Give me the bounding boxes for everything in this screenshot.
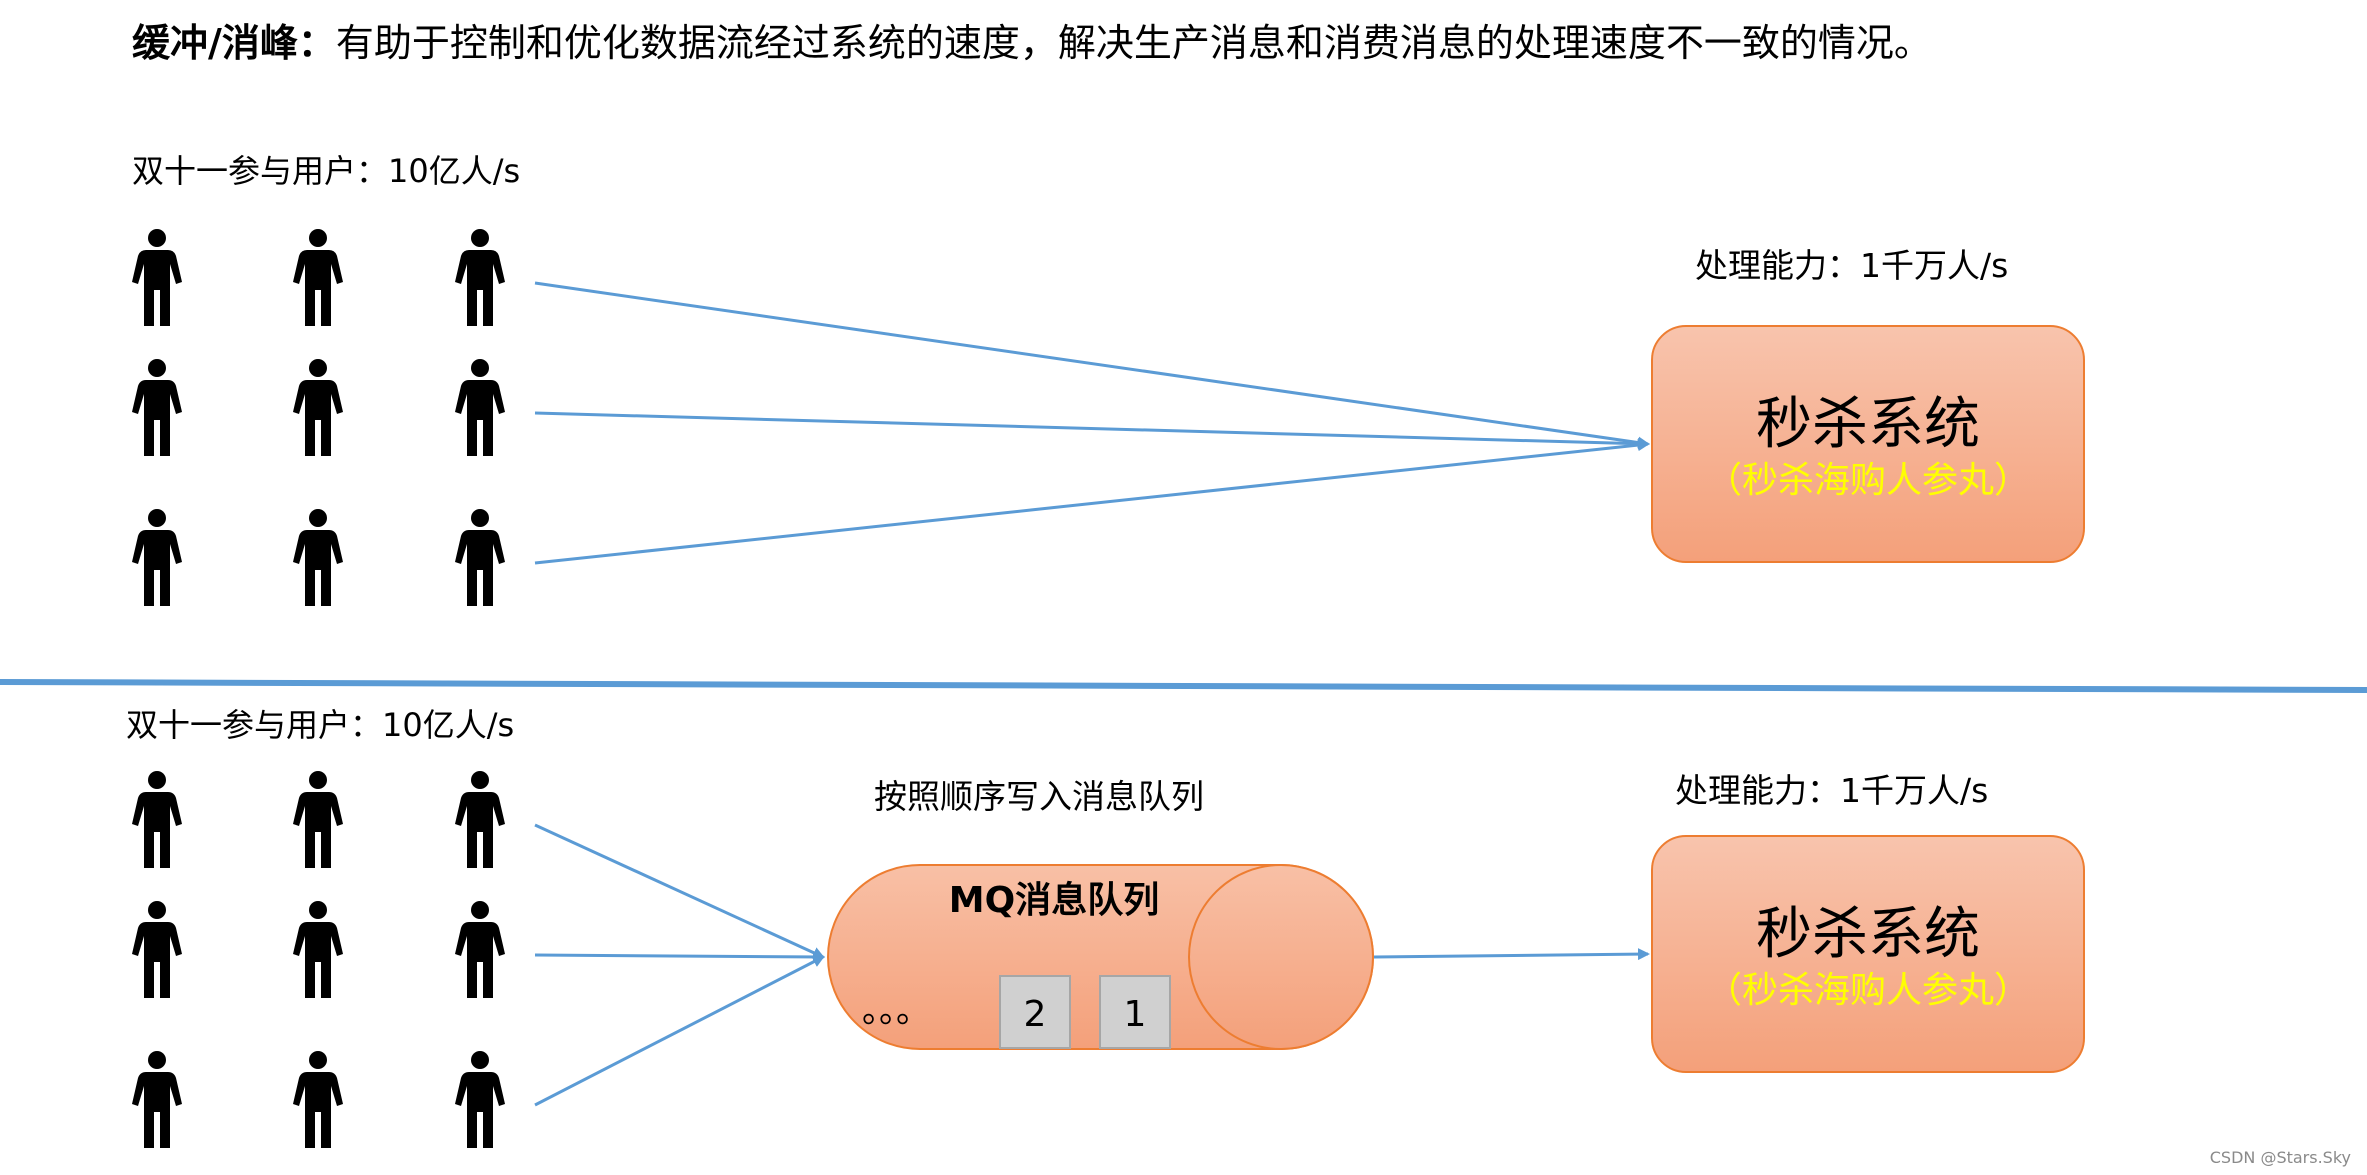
arrow-to-queue bbox=[534, 950, 825, 963]
system-title: 秒杀系统 bbox=[1756, 392, 1980, 457]
arrow-queue-to-system bbox=[1373, 948, 1650, 961]
bottom-seckill-system-box: 秒杀系统 （秒杀海购人参丸） bbox=[1651, 835, 2085, 1073]
person-icon bbox=[293, 229, 343, 326]
bottom-arrows-to-queue bbox=[534, 823, 825, 1107]
person-icon bbox=[455, 229, 505, 326]
arrow-to-queue bbox=[534, 823, 825, 959]
section-divider bbox=[0, 679, 2367, 693]
person-icon bbox=[293, 359, 343, 456]
person-icon bbox=[132, 509, 182, 606]
queue-caption: 按照顺序写入消息队列 bbox=[874, 777, 1204, 816]
queue-item-box bbox=[1099, 975, 1171, 1049]
top-seckill-system-box: 秒杀系统 （秒杀海购人参丸） bbox=[1651, 325, 2085, 563]
system-title: 秒杀系统 bbox=[1756, 902, 1980, 967]
system-subtitle: （秒杀海购人参丸） bbox=[1706, 970, 2030, 1011]
top-users-label: 双十一参与用户：10亿人/s bbox=[132, 152, 520, 190]
queue-item-label: 1 bbox=[1124, 994, 1147, 1035]
person-icon bbox=[132, 229, 182, 326]
queue-ellipsis: 。。。 bbox=[862, 991, 930, 1031]
top-arrows bbox=[534, 281, 1650, 565]
person-icon bbox=[132, 1051, 182, 1148]
queue-cylinder-end bbox=[1188, 864, 1374, 1050]
person-icon bbox=[455, 1051, 505, 1148]
queue-item-label: 2 bbox=[1024, 994, 1047, 1035]
bottom-capacity-label: 处理能力：1千万人/s bbox=[1675, 771, 1988, 810]
bottom-users-label: 双十一参与用户：10亿人/s bbox=[126, 706, 514, 744]
top-people-grid bbox=[132, 229, 505, 606]
system-box-shape bbox=[1651, 325, 2085, 563]
arrow-to-system bbox=[534, 411, 1650, 450]
arrow-to-system bbox=[534, 439, 1650, 565]
person-icon bbox=[132, 901, 182, 998]
queue-title: MQ消息队列 bbox=[949, 880, 1159, 921]
arrow-to-system bbox=[534, 281, 1650, 449]
person-icon bbox=[132, 359, 182, 456]
person-icon bbox=[455, 901, 505, 998]
queue-item-box bbox=[999, 975, 1071, 1049]
person-icon bbox=[293, 901, 343, 998]
system-subtitle: （秒杀海购人参丸） bbox=[1706, 460, 2030, 501]
top-capacity-label: 处理能力：1千万人/s bbox=[1695, 246, 2008, 285]
person-icon bbox=[455, 509, 505, 606]
bottom-people-grid bbox=[132, 771, 505, 1148]
mq-queue: MQ消息队列 。。。 2 1 bbox=[827, 864, 1374, 1050]
arrow-to-queue bbox=[534, 955, 825, 1107]
person-icon bbox=[293, 509, 343, 606]
system-box-shape bbox=[1651, 835, 2085, 1073]
person-icon bbox=[455, 359, 505, 456]
watermark: CSDN @Stars.Sky bbox=[2209, 1148, 2351, 1167]
person-icon bbox=[293, 1051, 343, 1148]
page-title: 缓冲/消峰：有助于控制和优化数据流经过系统的速度，解决生产消息和消费消息的处理速… bbox=[132, 21, 1932, 65]
person-icon bbox=[455, 771, 505, 868]
person-icon bbox=[293, 771, 343, 868]
person-icon bbox=[132, 771, 182, 868]
